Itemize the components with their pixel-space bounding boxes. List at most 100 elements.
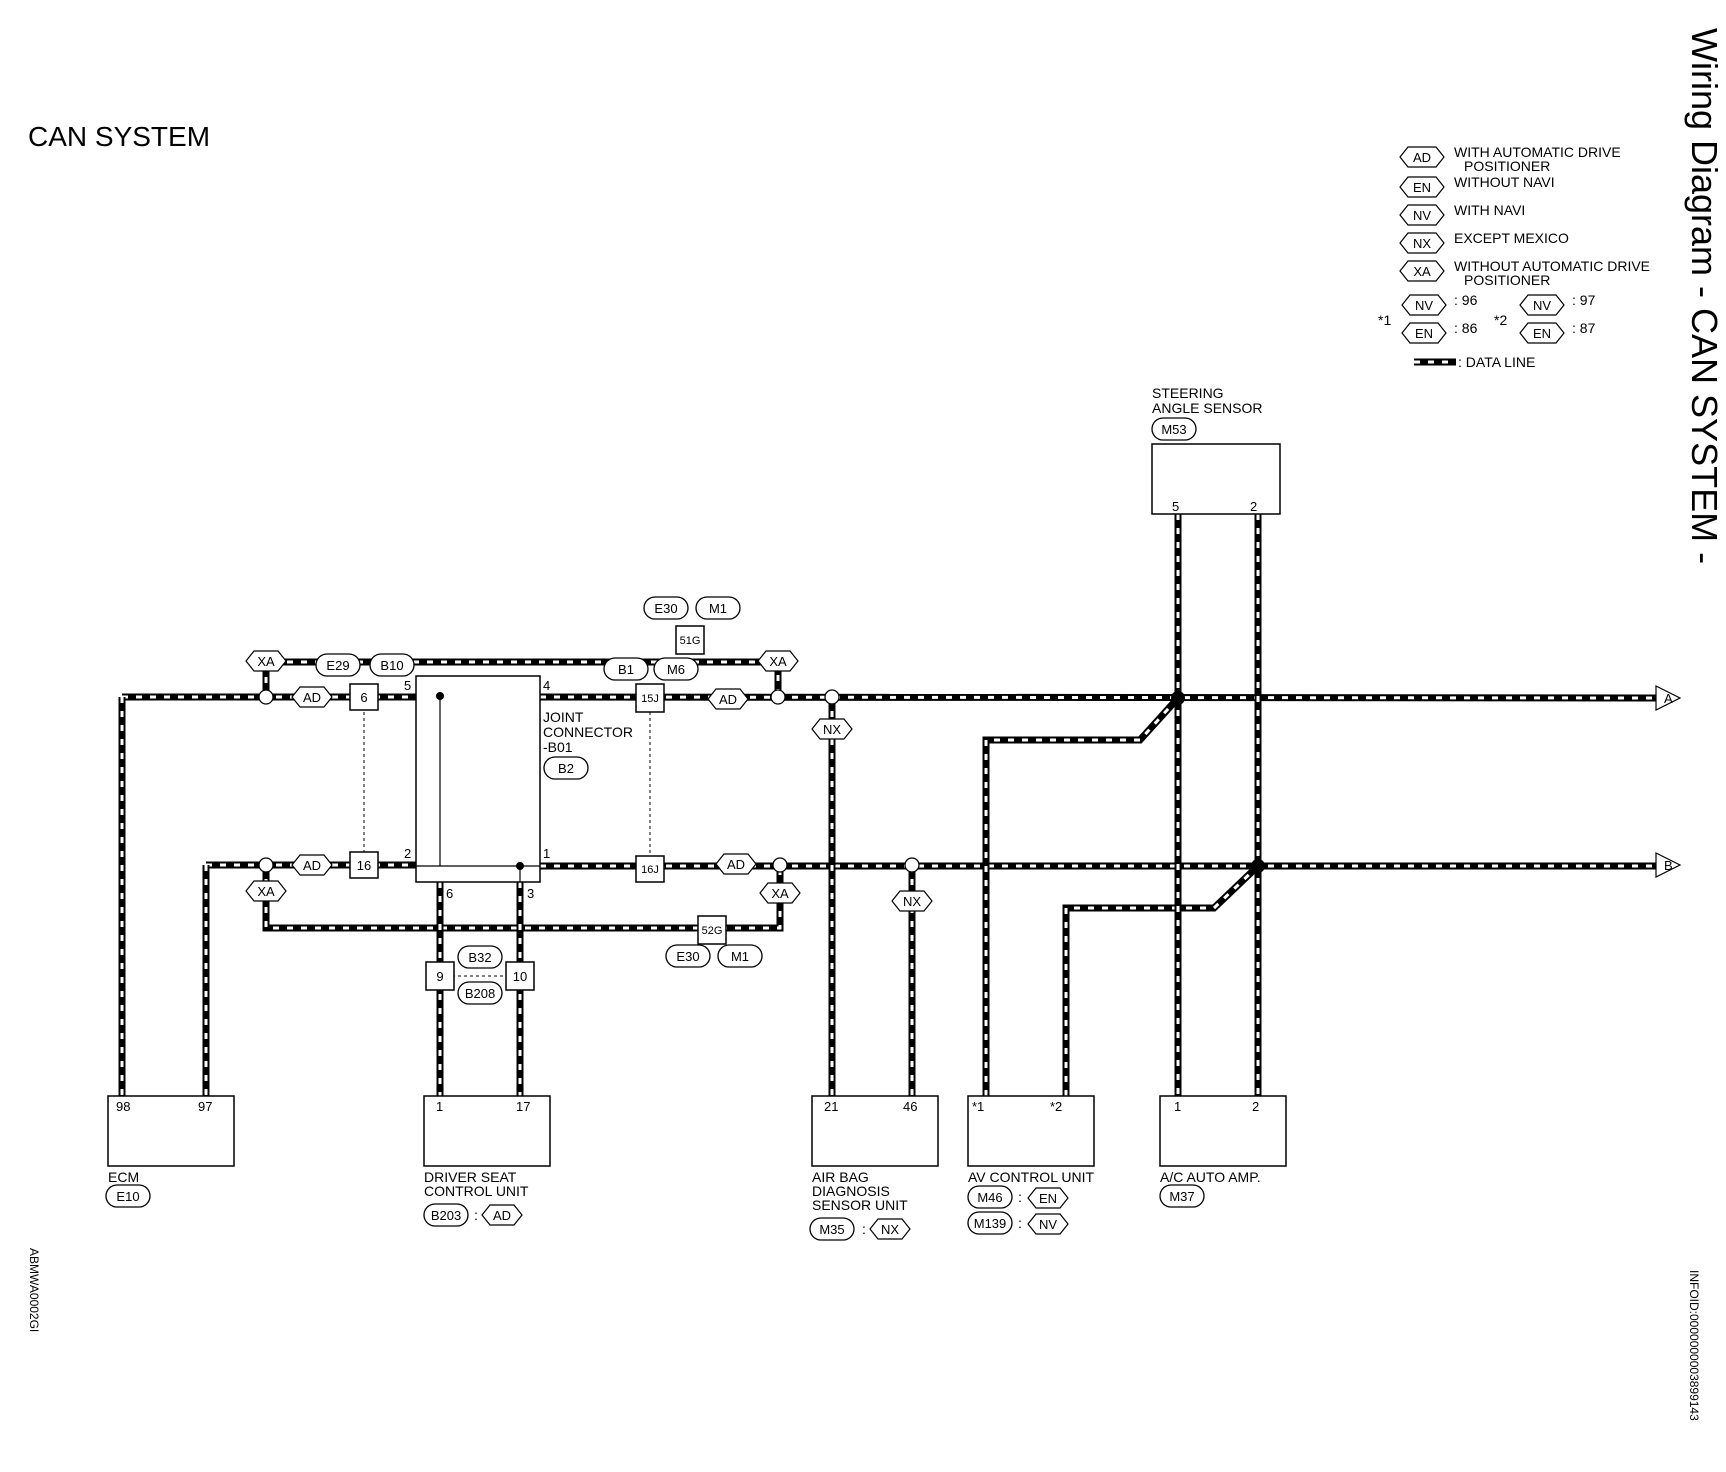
legend: AD WITH AUTOMATIC DRIVE POSITIONER EN WI… — [1378, 144, 1650, 370]
oval-m1-upper-text: M1 — [709, 601, 727, 616]
legend-star2-nv-tag: NV — [1533, 298, 1551, 313]
oval-b203: B203 — [423, 1203, 469, 1227]
legend-star1-nv-tag: NV — [1415, 298, 1433, 313]
oval-m46-text: M46 — [977, 1190, 1002, 1205]
splice-52g-text: 52G — [702, 925, 723, 937]
legend-nx-text: EXCEPT MEXICO — [1454, 230, 1569, 246]
oval-m53: M53 — [1151, 417, 1197, 441]
steering-pin-5: 5 — [1172, 499, 1179, 514]
option-tags: XA AD XA AD NX AD XA AD XA NX AD NX EN N… — [245, 650, 1069, 1240]
legend-star1-nv: NV : 96 — [1401, 292, 1478, 316]
oval-m6: M6 — [653, 657, 699, 681]
tag-ad-driver-seat: AD — [481, 1204, 523, 1226]
bus-b-label: B — [1664, 858, 1673, 873]
legend-nv: NV WITH NAVI — [1399, 202, 1525, 226]
tag-ad-upper-right-text: AD — [719, 692, 737, 707]
oval-b1-text: B1 — [618, 662, 634, 677]
oval-m1-upper: M1 — [695, 596, 741, 620]
tag-xa-lower-left: XA — [245, 880, 287, 902]
junction-solid-a — [1171, 691, 1185, 705]
oval-e30-upper-text: E30 — [654, 601, 677, 616]
junction-open-b2 — [772, 857, 788, 873]
junction-open-a1 — [258, 689, 274, 705]
legend-ad: AD WITH AUTOMATIC DRIVE POSITIONER — [1399, 144, 1621, 174]
legend-en: EN WITHOUT NAVI — [1399, 174, 1555, 198]
splice-10-text: 10 — [513, 969, 527, 984]
oval-m35: M35 — [809, 1217, 855, 1241]
ac-pin-2: 2 — [1252, 1099, 1259, 1114]
oval-m37: M37 — [1159, 1184, 1205, 1208]
av-colon-1: : — [1018, 1189, 1022, 1205]
data-line-13 — [982, 695, 1181, 1096]
splice-16j: 16J — [635, 855, 665, 883]
steering-angle-sensor: STEERING ANGLE SENSOR 5 2 — [1151, 385, 1281, 515]
airbag-label-2: DIAGNOSIS — [812, 1183, 890, 1199]
legend-en-tag: EN — [1413, 180, 1431, 195]
oval-m6-outline — [653, 657, 699, 681]
legend-en86: : 86 — [1454, 320, 1478, 336]
splice-9-text: 9 — [436, 969, 443, 984]
tag-nx-lower-text: NX — [903, 894, 921, 909]
oval-b208-text: B208 — [465, 986, 495, 1001]
tag-ad-upper-left: AD — [291, 686, 333, 708]
av-pin-star2: *2 — [1050, 1099, 1062, 1114]
legend-xa: XA WITHOUT AUTOMATIC DRIVE POSITIONER — [1399, 258, 1650, 288]
joint-pin-3: 3 — [527, 886, 534, 901]
steering-label-1: STEERING — [1152, 385, 1224, 401]
tag-nv-av: NV — [1027, 1213, 1069, 1235]
oval-m37-text: M37 — [1169, 1189, 1194, 1204]
oval-m139-outline — [967, 1211, 1013, 1235]
airbag-pin-21: 21 — [824, 1099, 838, 1114]
junctions — [258, 689, 1265, 873]
legend-en87: : 87 — [1572, 320, 1596, 336]
legend-star1-en: EN : 86 — [1401, 320, 1478, 344]
oval-e29-text: E29 — [326, 658, 349, 673]
legend-xa-text: WITHOUT AUTOMATIC DRIVE — [1454, 258, 1650, 274]
legend-star1: *1 — [1378, 312, 1391, 328]
tag-xa-upper-left: XA — [245, 650, 287, 672]
legend-star1-en-tag: EN — [1415, 326, 1433, 341]
legend-nx-tag: NX — [1413, 236, 1431, 251]
legend-nv96: : 96 — [1454, 292, 1478, 308]
info-id: INFOID:0000000003899143 — [1687, 1270, 1701, 1421]
data-line-2 — [539, 693, 1657, 702]
legend-data-line: : DATA LINE — [1414, 354, 1535, 370]
tag-xa-lower-right-text: XA — [771, 886, 789, 901]
oval-m53-outline — [1151, 417, 1197, 441]
av-pin-star1: *1 — [972, 1099, 984, 1114]
tag-ad-lower-left-text: AD — [303, 858, 321, 873]
oval-b10: B10 — [369, 653, 415, 677]
legend-ad-tag: AD — [1413, 150, 1431, 165]
oval-b1-outline — [603, 657, 649, 681]
oval-e30-upper: E30 — [643, 596, 689, 620]
airbag-label-1: AIR BAG — [812, 1169, 869, 1185]
tag-xa-upper-left-text: XA — [257, 654, 275, 669]
legend-xa-tag: XA — [1413, 264, 1431, 279]
oval-e30-lower-outline — [665, 944, 711, 968]
oval-m37-outline — [1159, 1184, 1205, 1208]
joint-label-1: JOINT — [543, 709, 584, 725]
oval-b32: B32 — [457, 945, 503, 969]
splice-15j-text: 15J — [641, 693, 659, 705]
oval-m53-text: M53 — [1161, 422, 1186, 437]
legend-nv-text: WITH NAVI — [1454, 202, 1525, 218]
data-line-dash-14 — [1064, 864, 1260, 1096]
tag-ad-lower-right: AD — [715, 853, 757, 875]
ac-pin-1: 1 — [1174, 1099, 1181, 1114]
legend-nv97: : 97 — [1572, 292, 1596, 308]
oval-m35-outline — [809, 1217, 855, 1241]
joint-label-2: CONNECTOR — [543, 724, 633, 740]
oval-m46-outline — [967, 1185, 1013, 1209]
ac-label: A/C AUTO AMP. — [1160, 1169, 1261, 1185]
airbag-label-3: SENSOR UNIT — [812, 1197, 908, 1213]
oval-b32-text: B32 — [468, 950, 491, 965]
junction-open-b3 — [904, 857, 920, 873]
junction-open-b1 — [258, 857, 274, 873]
tag-ad-upper-left-text: AD — [303, 690, 321, 705]
oval-e10: E10 — [105, 1184, 151, 1208]
legend-ad-text: WITH AUTOMATIC DRIVE — [1454, 144, 1621, 160]
ecm-pin-98: 98 — [116, 1099, 130, 1114]
splice-16: 16 — [349, 851, 379, 879]
bus-end-a: A — [1655, 685, 1682, 711]
